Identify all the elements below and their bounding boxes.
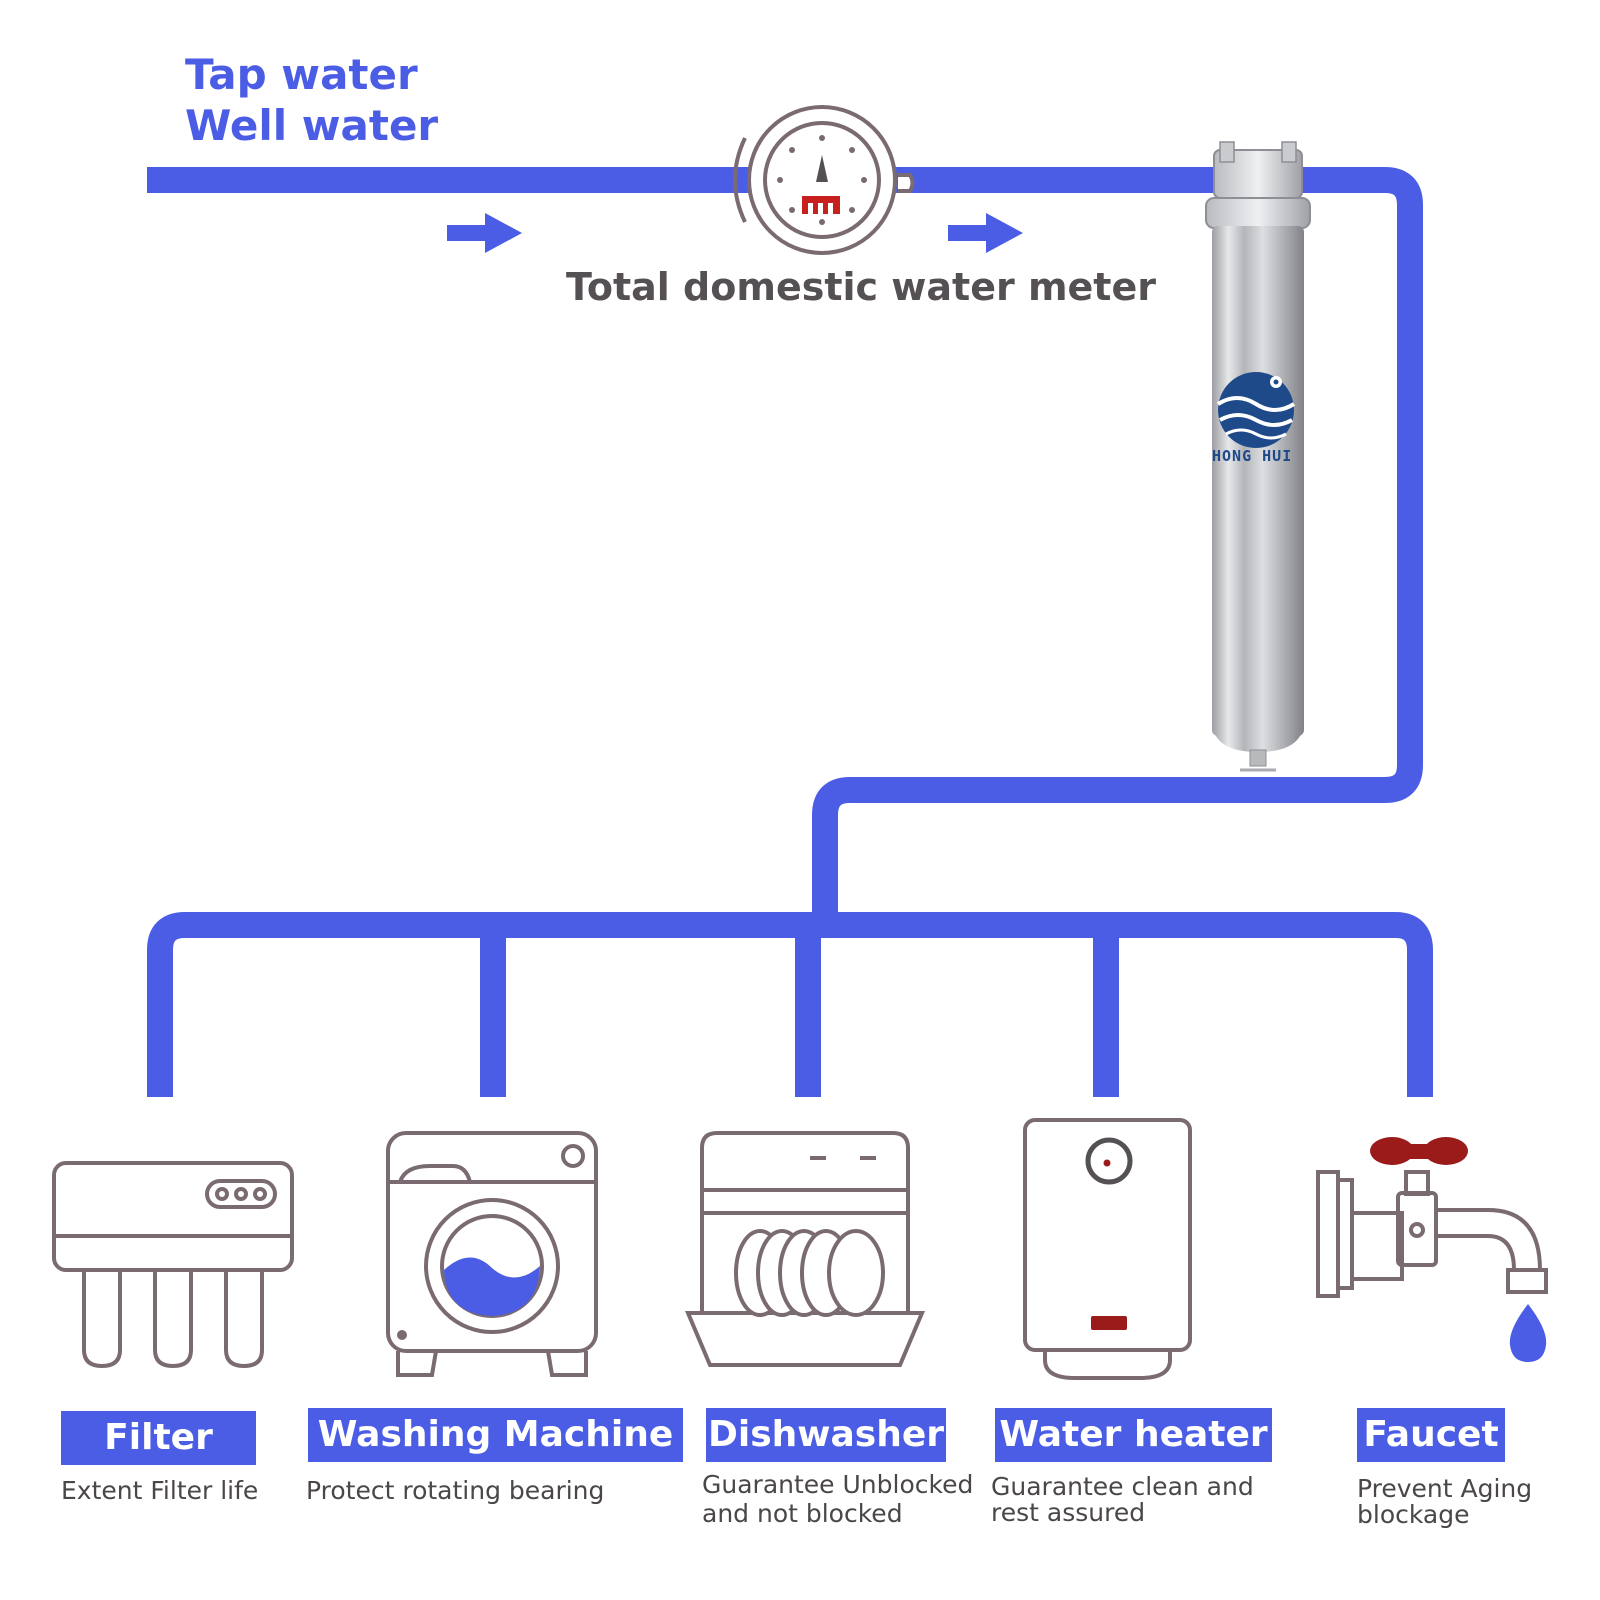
brand-label: HONG HUI xyxy=(1212,447,1293,465)
appliance-desc-dishwasher-1: Guarantee Unblocked xyxy=(702,1470,974,1499)
source-label-tap-water: Tap water xyxy=(185,50,418,99)
appliance-badge-water-heater: Water heater xyxy=(995,1408,1272,1462)
flow-arrow-2 xyxy=(948,213,1023,253)
water-meter-icon xyxy=(733,105,915,255)
filter-housing-icon xyxy=(1205,141,1311,772)
filter-unit-icon xyxy=(52,1161,294,1369)
appliance-badge-faucet: Faucet xyxy=(1357,1408,1505,1462)
appliance-desc-faucet-2: blockage xyxy=(1357,1500,1470,1529)
pipe-network xyxy=(147,167,1433,1097)
flow-arrow-1 xyxy=(447,213,522,253)
appliance-desc-faucet-1: Prevent Aging xyxy=(1357,1474,1533,1503)
appliance-desc-washing-machine: Protect rotating bearing xyxy=(306,1476,605,1505)
distribution-header-pipe xyxy=(147,912,1433,1097)
appliance-badge-filter: Filter xyxy=(61,1411,256,1465)
faucet-icon xyxy=(1316,1137,1548,1362)
appliance-desc-dishwasher-2: and not blocked xyxy=(702,1499,903,1528)
appliance-badge-dishwasher: Dishwasher xyxy=(706,1408,946,1462)
water-heater-icon xyxy=(1023,1118,1192,1380)
appliance-desc-filter: Extent Filter life xyxy=(61,1476,259,1505)
source-label-well-water: Well water xyxy=(185,101,439,150)
meter-label: Total domestic water meter xyxy=(566,265,1156,309)
washing-machine-icon xyxy=(386,1131,598,1377)
dishwasher-icon xyxy=(684,1131,926,1367)
appliance-desc-water-heater-1: Guarantee clean and xyxy=(991,1472,1254,1501)
appliance-badge-washing-machine: Washing Machine xyxy=(308,1408,683,1462)
appliance-desc-water-heater-2: rest assured xyxy=(991,1498,1146,1527)
main-supply-pipe xyxy=(147,167,1423,925)
